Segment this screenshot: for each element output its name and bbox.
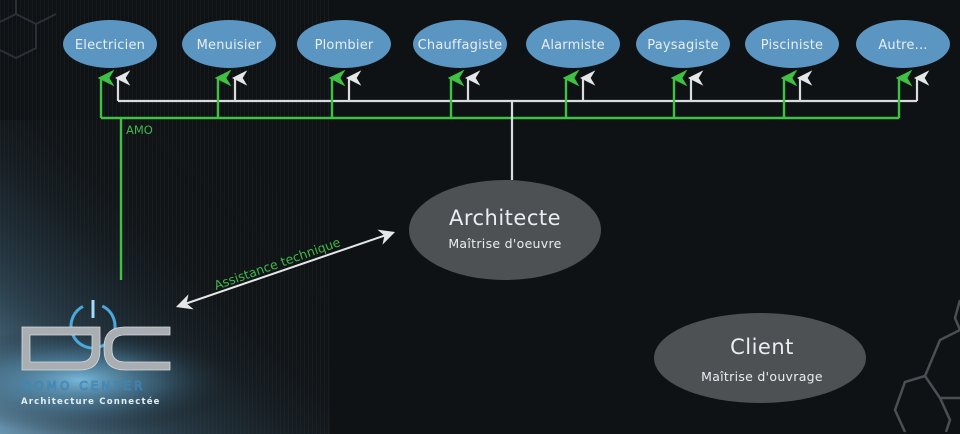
trade-ellipse <box>856 20 950 68</box>
hexagon-pattern-top-left <box>0 0 57 60</box>
monogram-d <box>21 326 101 371</box>
architect-subtitle: Maîtrise d'oeuvre <box>448 236 561 251</box>
logo-name: DOMO CENTER <box>22 379 146 393</box>
amo-label: AMO <box>126 123 153 137</box>
trade-node[interactable]: Pisciniste <box>745 20 839 68</box>
trade-node[interactable]: Plombier <box>297 20 391 68</box>
trade-label: Paysagiste <box>647 38 718 53</box>
assistance-label: Assistance technique <box>212 234 343 293</box>
trade-ellipse <box>413 20 507 68</box>
architect-title: Architecte <box>449 206 561 230</box>
trade-ellipse <box>63 20 157 68</box>
trade-node[interactable]: Chauffagiste <box>413 20 507 68</box>
monogram-c <box>103 326 171 371</box>
trade-label: Chauffagiste <box>418 38 503 53</box>
trade-node[interactable]: Paysagiste <box>636 20 730 68</box>
client-node[interactable]: Client Maîtrise d'ouvrage <box>654 313 866 403</box>
client-title: Client <box>730 335 794 359</box>
client-subtitle: Maîtrise d'ouvrage <box>701 369 823 384</box>
trade-label: Autre... <box>878 38 927 53</box>
logo-tagline: Architecture Connectée <box>21 396 161 407</box>
trade-node[interactable]: Electricien <box>63 20 157 68</box>
assistance-arrow <box>175 229 396 310</box>
domo-center-logo: DOMO CENTER Architecture Connectée <box>21 300 171 407</box>
trade-node[interactable]: Autre... <box>856 20 950 68</box>
trade-label: Electricien <box>75 38 145 53</box>
trade-label: Menuisier <box>197 38 262 53</box>
hexagon-pattern-bottom-right <box>893 299 960 433</box>
trade-ellipse <box>297 20 391 68</box>
trade-ellipse <box>182 20 276 68</box>
trade-label: Plombier <box>315 38 374 53</box>
trade-label: Pisciniste <box>761 38 823 53</box>
trade-ellipse <box>526 20 620 68</box>
trade-arrows <box>97 69 930 118</box>
trade-node[interactable]: Alarmiste <box>526 20 620 68</box>
trade-nodes: Electricien Menuisier Plombier Chauffagiste… <box>63 20 950 68</box>
trade-ellipse <box>745 20 839 68</box>
trade-label: Alarmiste <box>541 38 605 53</box>
trade-node[interactable]: Menuisier <box>182 20 276 68</box>
architect-node[interactable]: Architecte Maîtrise d'oeuvre <box>409 180 601 280</box>
trade-ellipse <box>636 20 730 68</box>
